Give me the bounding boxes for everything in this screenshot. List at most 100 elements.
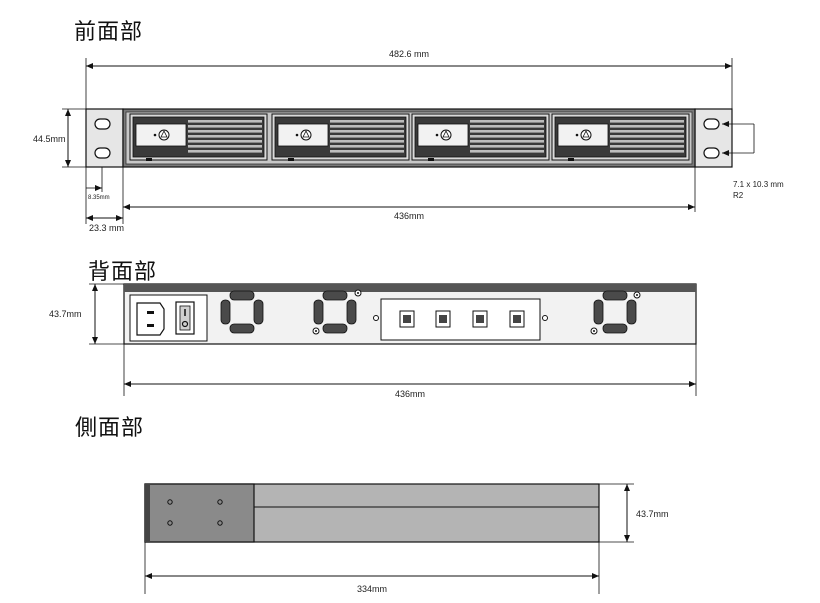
dim-side-depth: 334mm bbox=[357, 584, 387, 594]
fan-blade bbox=[593, 299, 604, 325]
drive-vent-line bbox=[330, 150, 404, 153]
drive-vent-line bbox=[610, 130, 684, 133]
rear-view: 43.7mm 436mm bbox=[49, 283, 697, 399]
power-inlet-pin-top bbox=[147, 311, 154, 314]
drive-vent-line bbox=[330, 140, 404, 143]
switch-off-mark bbox=[181, 320, 189, 328]
drive-vent-line bbox=[610, 145, 684, 148]
fan-icon bbox=[312, 289, 362, 335]
fan-blade bbox=[602, 290, 628, 301]
fan-blade bbox=[229, 290, 255, 301]
drive-bay bbox=[271, 113, 410, 161]
fan-screw-dot bbox=[636, 294, 638, 296]
dim-ear-width: 23.3 mm bbox=[89, 223, 124, 233]
fan-blade bbox=[313, 299, 324, 325]
drive-vent-line bbox=[610, 140, 684, 143]
power-inlet bbox=[136, 302, 165, 336]
fan-screw-dot bbox=[593, 330, 595, 332]
drive-vent-line bbox=[610, 135, 684, 138]
drive-lock-glyph bbox=[160, 130, 168, 138]
usb-port-icon bbox=[399, 310, 415, 328]
side-front-face bbox=[145, 484, 150, 542]
drive-vent-line bbox=[330, 120, 404, 123]
fan-blade bbox=[602, 323, 628, 334]
drive-vent-line bbox=[330, 145, 404, 148]
drive-lock-glyph bbox=[442, 130, 450, 138]
dim-side-height: 43.7mm bbox=[636, 509, 669, 519]
drive-vent-line bbox=[470, 125, 544, 128]
drive-vent-line bbox=[188, 150, 262, 153]
usb-port-icon bbox=[472, 310, 488, 328]
drive-bay bbox=[129, 113, 268, 161]
side-screw-3 bbox=[167, 520, 173, 526]
dim-body-width: 436mm bbox=[394, 211, 424, 221]
drive-lock-glyph bbox=[582, 130, 590, 138]
drive-vent-line bbox=[330, 135, 404, 138]
fan-screw-dot bbox=[315, 330, 317, 332]
rear-title: 背面部 bbox=[88, 260, 158, 285]
dim-front-height: 44.5mm bbox=[33, 134, 66, 144]
usb-port-socket bbox=[513, 315, 521, 323]
drive-vent-line bbox=[470, 130, 544, 133]
drive-vent-line bbox=[188, 130, 262, 133]
side-screw-4 bbox=[217, 520, 223, 526]
drive-vent-line bbox=[188, 135, 262, 138]
port-panel-screw-left bbox=[373, 315, 379, 321]
drive-bay bbox=[411, 113, 550, 161]
drive-vent-line bbox=[610, 125, 684, 128]
fan-blade bbox=[626, 299, 637, 325]
usb-port-icon bbox=[435, 310, 451, 328]
drive-led-icon bbox=[153, 133, 157, 137]
drive-vent-line bbox=[610, 120, 684, 123]
dim-total-width: 482.6 mm bbox=[389, 49, 429, 59]
fan-ring bbox=[595, 292, 635, 332]
fan-screw-dot bbox=[357, 292, 359, 294]
drive-tab bbox=[288, 158, 294, 161]
usb-port-socket bbox=[476, 315, 484, 323]
port-panel-screw-right bbox=[542, 315, 548, 321]
front-right-hole-top bbox=[703, 118, 720, 130]
usb-port-socket bbox=[439, 315, 447, 323]
fan-blade bbox=[229, 323, 255, 334]
usb-port-socket bbox=[403, 315, 411, 323]
dim-slot-size: 7.1 x 10.3 mm bbox=[733, 180, 784, 189]
rear-ports bbox=[399, 310, 525, 328]
fan-icon bbox=[590, 290, 641, 335]
drive-tab bbox=[568, 158, 574, 161]
power-switch-rocker bbox=[179, 305, 191, 331]
drive-vent-line bbox=[188, 125, 262, 128]
fan-blade bbox=[322, 290, 348, 301]
front-view: 482.6 mm 44.5mm 8.35mm 23.3 mm 436mm 7.1… bbox=[33, 49, 784, 233]
drive-tab bbox=[428, 158, 434, 161]
drive-vent-line bbox=[470, 140, 544, 143]
drive-vent-line bbox=[188, 140, 262, 143]
rear-fans bbox=[220, 289, 641, 335]
usb-port-icon bbox=[509, 310, 525, 328]
drive-lock-icon bbox=[300, 129, 312, 141]
dim-rear-height: 43.7mm bbox=[49, 309, 82, 319]
side-screw-2 bbox=[217, 499, 223, 505]
dim-hole-offset: 8.35mm bbox=[88, 195, 110, 201]
fan-icon bbox=[220, 290, 264, 334]
side-title: 側面部 bbox=[75, 416, 145, 441]
front-title: 前面部 bbox=[74, 20, 144, 45]
dim-rear-width: 436mm bbox=[395, 389, 425, 399]
fan-blade bbox=[253, 299, 264, 325]
front-left-hole-bottom bbox=[94, 147, 111, 159]
drive-lock-icon bbox=[158, 129, 170, 141]
drive-led-icon bbox=[435, 133, 439, 137]
drive-vent-line bbox=[470, 135, 544, 138]
front-right-hole-bottom bbox=[703, 147, 720, 159]
drive-vent-line bbox=[330, 125, 404, 128]
fan-blade bbox=[220, 299, 231, 325]
fan-ring bbox=[315, 292, 355, 332]
fan-ring bbox=[222, 292, 262, 332]
drive-led-icon bbox=[295, 133, 299, 137]
rear-top-strip bbox=[124, 284, 696, 292]
drive-bays bbox=[129, 113, 690, 161]
drive-vent-line bbox=[188, 145, 262, 148]
drive-lock-icon bbox=[580, 129, 592, 141]
drive-tab bbox=[146, 158, 152, 161]
